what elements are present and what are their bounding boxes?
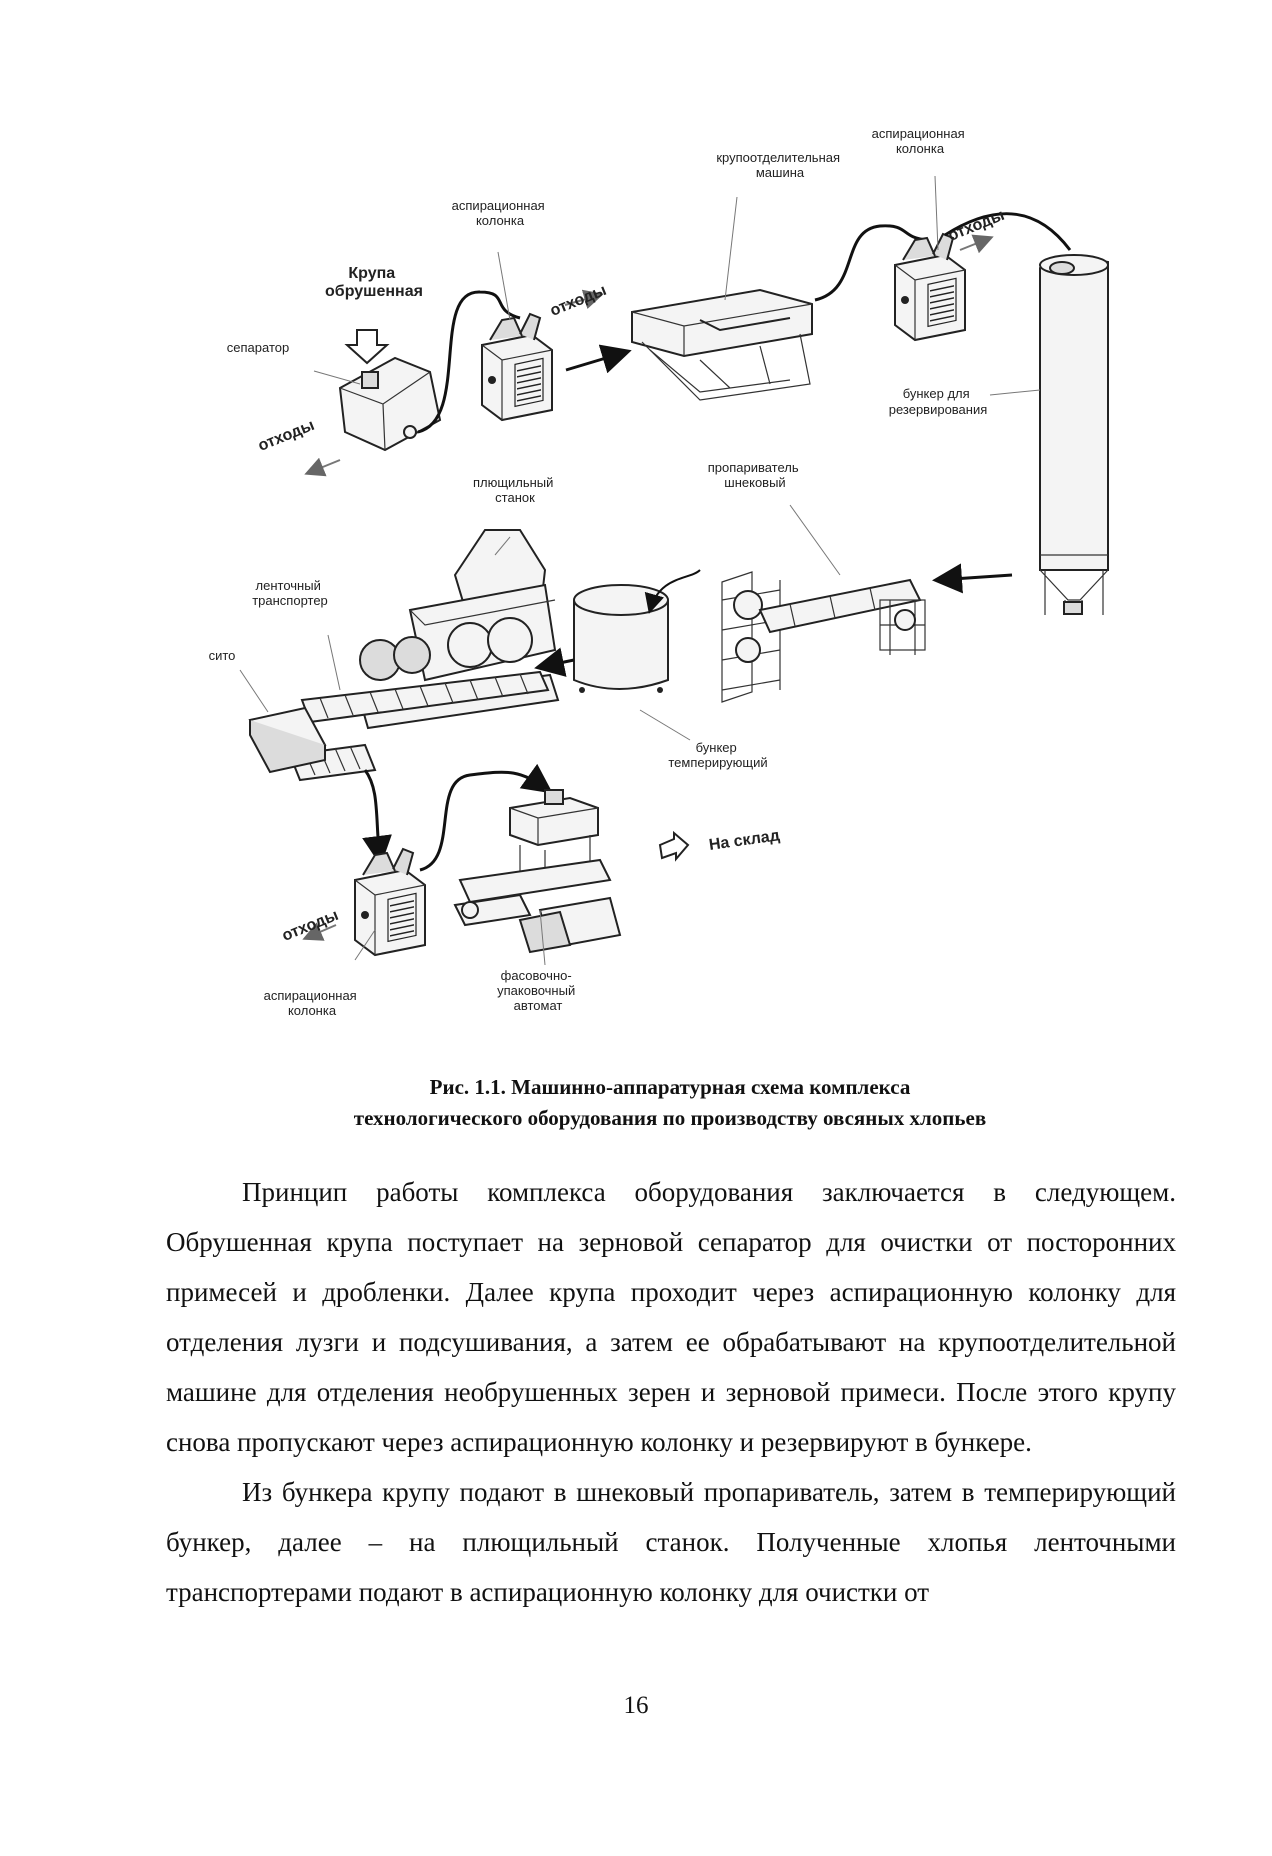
caption-line-1: Рис. 1.1. Машинно-аппаратурная схема ком… <box>429 1075 911 1099</box>
label-sieve: сито <box>209 648 236 663</box>
label-packing-machine: фасовочно- упаковочный автомат <box>497 968 579 1013</box>
label-screw-steamer: пропариватель шнековый <box>708 460 803 490</box>
label-flaking-mill: плющильный станок <box>473 475 557 505</box>
label-separator: сепаратор <box>227 340 289 355</box>
label-waste-4: отходы <box>280 907 341 945</box>
process-diagram: Крупа обрушенная сепаратор отходы аспира… <box>209 126 1109 1018</box>
pipe-4 <box>362 769 392 866</box>
label-groats: Крупа обрушенная <box>325 265 423 300</box>
label-waste-2: отходы <box>548 282 609 320</box>
pipe-2 <box>814 224 929 302</box>
label-aspirator-2: аспирационная колонка <box>872 126 969 156</box>
aspirator-3 <box>354 848 426 956</box>
aspirator-2 <box>894 233 966 341</box>
sieve <box>248 706 327 774</box>
pipe-5 <box>419 763 553 872</box>
body-text: Принцип работы комплекса оборудования за… <box>166 1167 1176 1617</box>
label-sorting-machine: крупоотделительная машина <box>716 150 843 180</box>
paragraph-2: Из бункера крупу подают в шнековый пропа… <box>166 1477 1176 1607</box>
packing-machine <box>453 789 622 954</box>
to-warehouse-arrow <box>658 830 690 862</box>
tempering-bin <box>573 584 669 693</box>
screw-steamer <box>721 571 926 703</box>
figure-caption: Рис. 1.1. Машинно-аппаратурная схема ком… <box>140 1072 1200 1134</box>
label-aspirator-1: аспирационная колонка <box>452 198 549 228</box>
label-waste-1: отходы <box>256 417 317 455</box>
belt-conveyor <box>288 670 550 782</box>
reserve-silo <box>1039 254 1109 615</box>
label-tempering-bin: бункер темперирующий <box>668 740 767 770</box>
label-aspirator-3: аспирационная колонка <box>264 988 361 1018</box>
pipe-3 <box>944 212 1072 251</box>
separator <box>338 356 442 452</box>
label-reserve-bin: бункер для резервирования <box>889 386 988 417</box>
caption-line-2: технологического оборудования по произво… <box>353 1106 987 1130</box>
label-belt-conveyor: ленточный транспортер <box>252 578 328 608</box>
label-waste-3: отходы <box>946 207 1007 245</box>
pipe-1 <box>417 290 521 434</box>
aspirator-1 <box>481 313 553 421</box>
paragraph-1: Принцип работы комплекса оборудования за… <box>166 1177 1176 1457</box>
label-to-warehouse: На склад <box>708 827 781 854</box>
sorting-machine <box>631 288 813 401</box>
page-number: 16 <box>623 1692 649 1719</box>
input-arrow <box>344 329 390 365</box>
